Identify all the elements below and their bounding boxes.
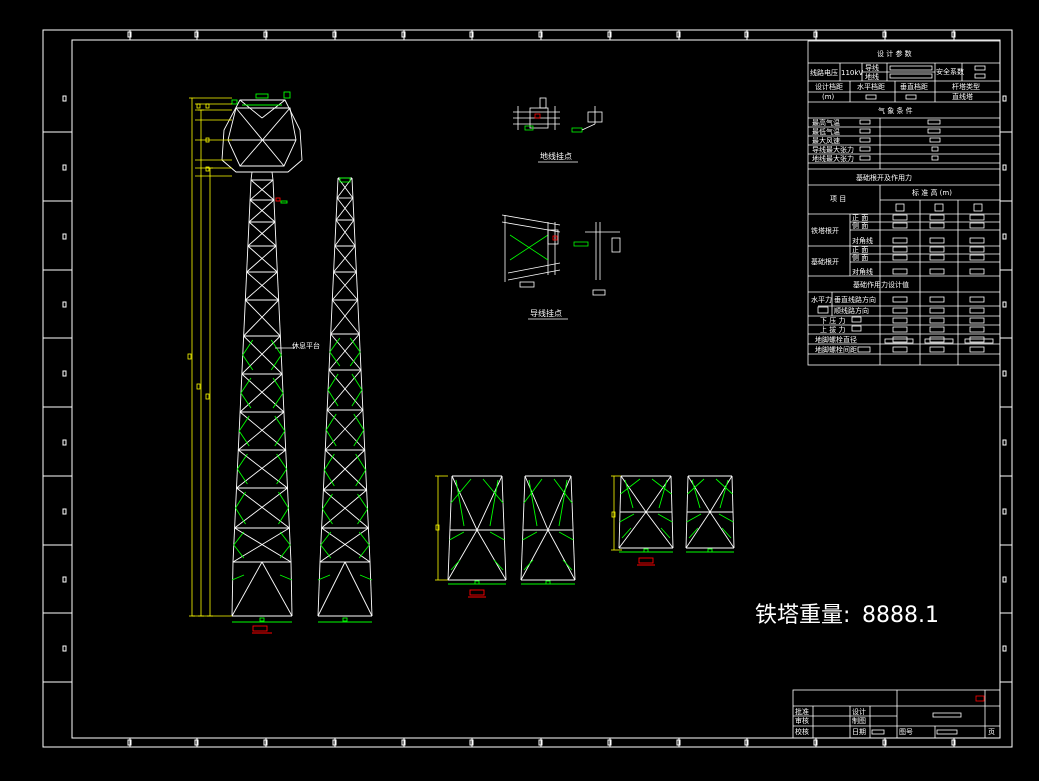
- weather-row-label: 导线最大张力: [812, 145, 854, 154]
- voltage-label: 线路电压: [810, 68, 838, 77]
- tower-side-view: [317, 177, 373, 623]
- tower-dimension-lines: [187, 97, 622, 617]
- title-block-label: 制图: [852, 716, 866, 725]
- foundation-sub-row-label: 对角线: [852, 236, 873, 245]
- tower-weight-label: 铁塔重量:: [755, 603, 850, 628]
- ground-wire-detail-label: 地线挂点: [540, 151, 572, 161]
- weather-row-label: 最低气温: [812, 127, 840, 136]
- force-title: 基础作用力设计值: [853, 280, 909, 289]
- foundation-sub-row-label: 正 面: [852, 246, 868, 254]
- title-block-label: 设计: [852, 707, 866, 716]
- weather-row-label: 最大风速: [812, 136, 840, 145]
- foundation-sub-row-label: 侧 面: [852, 221, 868, 230]
- vertical-span-label: 垂直档距: [900, 82, 928, 91]
- tower-spread-label: 铁塔根开: [811, 226, 839, 235]
- foundation-title: 基础根开及作用力: [856, 173, 912, 182]
- force-row-label: 地脚螺栓间距: [815, 345, 857, 354]
- conductor-detail-label: 导线挂点: [530, 308, 562, 318]
- foundation-sub-row-label: 侧 面: [852, 253, 868, 262]
- tower-front-view: [221, 91, 303, 634]
- unit-m: (m): [822, 93, 835, 101]
- ground-wire-detail: [513, 97, 603, 133]
- params-title: 设 计 参 数: [877, 49, 912, 58]
- design-span-label: 设计档距: [815, 82, 843, 91]
- weather-row-label: 地线最大张力: [812, 154, 854, 163]
- safety-factor-label: 安全系数: [936, 67, 964, 76]
- conductor-label: 导线: [865, 63, 879, 72]
- tower-type-label: 杆塔类型: [952, 82, 980, 91]
- horizontal-span-label: 水平档距: [857, 82, 885, 91]
- voltage-value: 110kV: [841, 69, 863, 77]
- force-row-label: 垂直线路方向: [834, 295, 876, 304]
- tower-weight-value: 8888.1: [862, 603, 939, 628]
- leg-extension-views: [447, 475, 735, 598]
- conductor-detail: [501, 214, 621, 296]
- force-row-label: 地脚螺栓直径: [815, 335, 857, 344]
- force-row-label: 下 压 力: [820, 316, 845, 325]
- item-label: 项 目: [830, 195, 846, 203]
- height-label: 标 准 高 (m): [912, 188, 952, 197]
- force-row-label: 上 拔 力: [820, 325, 845, 334]
- foundation-sub-row-label: 正 面: [852, 214, 868, 222]
- weather-row-label: 最高气温: [812, 118, 840, 127]
- title-block-label: 批准: [795, 707, 809, 716]
- drawing-frame: [42, 29, 1013, 748]
- title-block-label: 日期: [852, 728, 866, 736]
- force-row-label: 顺线路方向: [834, 306, 869, 315]
- foundation-spread-label: 基础根开: [811, 257, 839, 266]
- title-block-label: 校核: [795, 727, 809, 736]
- rest-platform-label: 休息平台: [292, 341, 320, 350]
- horizontal-force-label: 水平力: [811, 295, 832, 304]
- ground-wire-label: 地线: [865, 72, 879, 81]
- design-parameter-table: [807, 40, 1001, 366]
- title-block: [792, 689, 1001, 739]
- tower-type-value: 直线塔: [952, 92, 973, 101]
- title-block-page-label: 页: [988, 728, 995, 736]
- title-block-label: 审核: [795, 716, 809, 725]
- foundation-sub-row-label: 对角线: [852, 267, 873, 276]
- weather-title: 气 象 条 件: [878, 106, 913, 115]
- title-block-sheet-label: 图号: [899, 728, 913, 736]
- frame-zone-ticks: [43, 30, 1012, 747]
